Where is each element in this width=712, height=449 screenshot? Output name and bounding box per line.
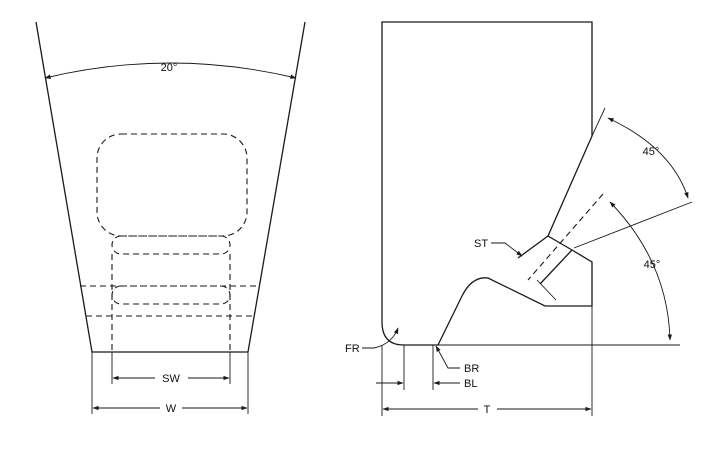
angle-label-upper: 45° [643, 146, 660, 158]
st-leader [491, 242, 523, 257]
left-body-outline [35, 21, 306, 353]
right-view: 45° 45° ST FR BR BL T [345, 21, 693, 416]
seat-small-tick [536, 279, 557, 301]
angle-arc-20 [44, 62, 297, 79]
angle-label-lower: 45° [644, 259, 661, 271]
ext-upper-45 [573, 201, 693, 249]
br-label: BR [464, 363, 479, 375]
left-view: 20° SW W [35, 21, 306, 415]
angle-arc-upper [607, 117, 689, 199]
hidden-pocket [96, 133, 248, 237]
angle-arc-lower [609, 201, 673, 341]
seat-line-lower [539, 249, 573, 285]
br-leader [435, 345, 460, 369]
seat-line-upper [517, 235, 549, 259]
sw-label: SW [162, 373, 180, 385]
fr-leader [362, 327, 399, 349]
t-label: T [484, 404, 491, 416]
ext-upper-face [591, 107, 606, 137]
seat-dashed-center [527, 193, 604, 281]
angle-label-20: 20° [161, 62, 178, 74]
w-label: W [166, 403, 177, 415]
hidden-slot-upper [111, 235, 231, 255]
hidden-slot-lower [111, 285, 231, 305]
fr-label: FR [345, 343, 360, 355]
bl-label: BL [464, 378, 477, 390]
section-body [381, 21, 593, 346]
st-label: ST [474, 238, 488, 250]
